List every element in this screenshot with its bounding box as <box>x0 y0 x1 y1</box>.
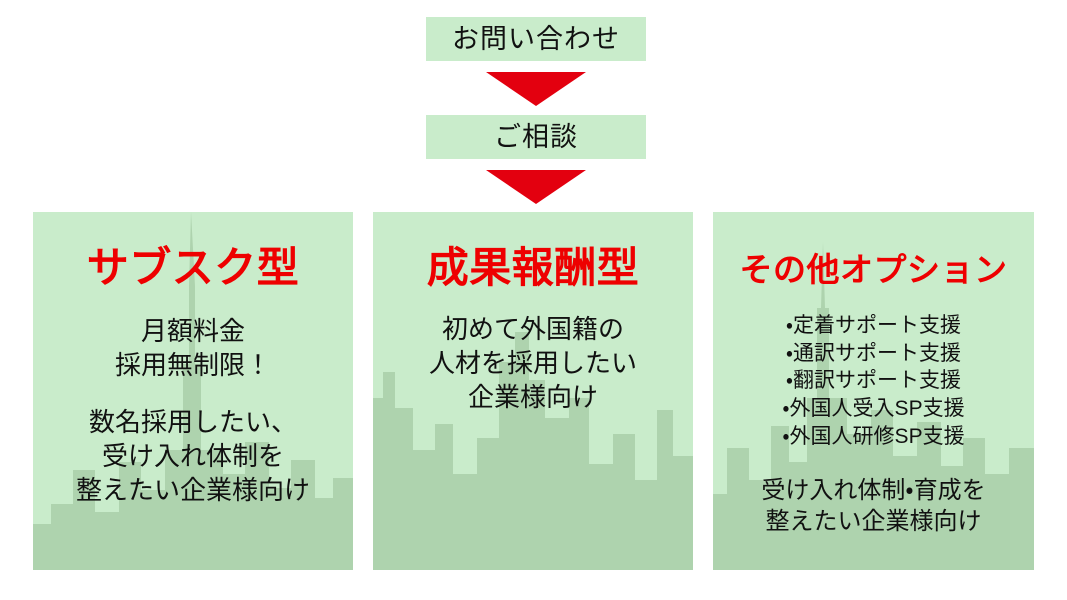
plan-target-line: 整えたい企業様向け <box>765 508 982 536</box>
plan-columns: サブスク型 月額料金 採用無制限！ 数名採用したい、 受け入れ体制を 整えたい企… <box>33 212 1034 570</box>
flow-step-consultation-label: ご相談 <box>494 121 578 152</box>
plan-lead-subscription: 月額料金 採用無制限！ <box>33 315 353 383</box>
option-list-item: ・翻訳サポート支援 <box>785 369 962 393</box>
plan-target-line: 整えたい企業様向け <box>75 475 310 506</box>
plan-card-other-options[interactable]: その他オプション ・定着サポート支援 ・通訳サポート支援 ・翻訳サポート支援 ・… <box>713 212 1034 570</box>
plan-card-other-options-content: その他オプション ・定着サポート支援 ・通訳サポート支援 ・翻訳サポート支援 ・… <box>713 212 1034 570</box>
arrow-down-icon-1 <box>486 72 586 106</box>
flow-step-consultation[interactable]: ご相談 <box>426 115 646 159</box>
plan-lead-line: 採用無制限！ <box>114 349 271 380</box>
option-list-item: ・外国人研修SP支援 <box>782 424 965 448</box>
plan-lead-line: 企業様向け <box>467 381 598 412</box>
plan-title-subscription: サブスク型 <box>86 244 300 291</box>
plan-card-subscription-content: サブスク型 月額料金 採用無制限！ 数名採用したい、 受け入れ体制を 整えたい企… <box>33 212 353 570</box>
plan-target-line: 受け入れ体制を <box>101 440 284 471</box>
plan-card-subscription[interactable]: サブスク型 月額料金 採用無制限！ 数名採用したい、 受け入れ体制を 整えたい企… <box>33 212 353 570</box>
option-list-item: ・定着サポート支援 <box>785 314 962 337</box>
option-list-item: ・外国人受入SP支援 <box>782 397 965 421</box>
plan-title-other-options: その他オプション <box>739 251 1008 288</box>
plan-card-performance-based-content: 成果報酬型 初めて外国籍の 人材を採用したい 企業様向け <box>373 212 693 570</box>
plan-target-subscription: 数名採用したい、 受け入れ体制を 整えたい企業様向け <box>33 405 353 508</box>
plan-card-performance-based[interactable]: 成果報酬型 初めて外国籍の 人材を採用したい 企業様向け <box>373 212 693 570</box>
plan-lead-line: 人材を採用したい <box>428 347 637 378</box>
flow-step-contact[interactable]: お問い合わせ <box>426 17 646 61</box>
option-list: ・定着サポート支援 ・通訳サポート支援 ・翻訳サポート支援 ・外国人受入SP支援… <box>713 312 1034 451</box>
flow-step-contact-label: お問い合わせ <box>452 23 620 54</box>
plan-target-line: 受け入れ体制・育成を <box>761 476 986 504</box>
plan-title-performance-based: 成果報酬型 <box>426 244 640 291</box>
arrow-down-icon-2 <box>486 170 586 204</box>
plan-lead-performance-based: 初めて外国籍の 人材を採用したい 企業様向け <box>373 313 693 414</box>
plan-target-other-options: 受け入れ体制・育成を 整えたい企業様向け <box>713 475 1034 538</box>
option-list-item: ・通訳サポート支援 <box>785 341 962 365</box>
plan-target-line: 数名採用したい、 <box>88 406 297 437</box>
plan-lead-line: 月額料金 <box>140 316 245 346</box>
plan-lead-line: 初めて外国籍の <box>441 314 624 344</box>
